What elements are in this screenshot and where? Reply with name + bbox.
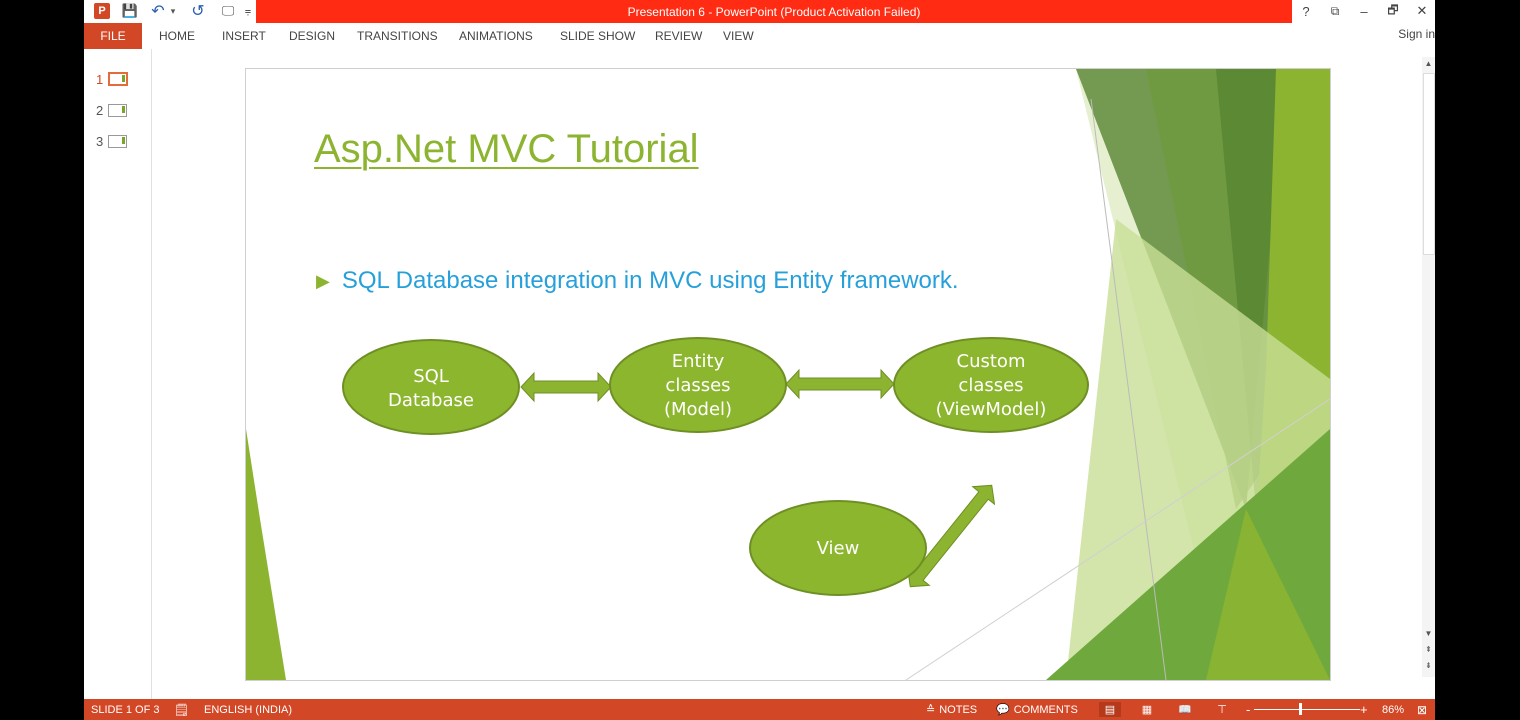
slide[interactable]: Asp.Net MVC Tutorial ▶ SQL Database inte… [245, 68, 1331, 681]
tab-view[interactable]: VIEW [723, 29, 754, 43]
slide-thumbnail-3[interactable]: 3 [96, 131, 128, 151]
node-view[interactable]: View [749, 500, 927, 596]
svg-text:classes: classes [665, 375, 730, 396]
node-custom-classes[interactable]: Custom classes (ViewModel) [893, 337, 1089, 433]
tab-file[interactable]: FILE [84, 23, 142, 49]
powerpoint-app-icon[interactable]: P [92, 2, 112, 20]
slide-number: 2 [96, 102, 104, 118]
svg-text:View: View [817, 538, 860, 559]
node-sql-database[interactable]: SQL Database [342, 339, 520, 435]
svg-text:(Model): (Model) [664, 399, 732, 420]
scroll-up-icon[interactable]: ▲ [1424, 58, 1433, 68]
minimize-button[interactable]: – [1360, 3, 1368, 19]
slide-bullet[interactable]: ▶ SQL Database integration in MVC using … [316, 267, 959, 295]
tab-slide-show[interactable]: SLIDE SHOW [560, 29, 636, 43]
scrollbar-thumb[interactable] [1423, 73, 1435, 255]
slide-thumbnail-image [108, 134, 128, 148]
zoom-in-button[interactable]: + [1360, 702, 1368, 717]
tab-design[interactable]: DESIGN [289, 29, 336, 43]
zoom-slider-track[interactable] [1254, 709, 1360, 710]
next-slide-icon[interactable]: ⇟ [1425, 660, 1432, 670]
title-bar: P 💾 ↶ ▾ ↺ 🖵 ⩦ Presentation 6 - PowerPoin… [84, 0, 1435, 23]
close-button[interactable]: ✕ [1416, 3, 1428, 18]
svg-text:(ViewModel): (ViewModel) [936, 399, 1047, 420]
window-title-text: Presentation 6 - PowerPoint (Product Act… [627, 4, 921, 19]
help-icon[interactable]: ? [1302, 3, 1310, 19]
redo-icon[interactable]: ↺ [191, 3, 205, 20]
spell-check-icon[interactable]: 🗒 [174, 702, 190, 717]
arrow-entity-custom[interactable] [785, 368, 895, 400]
slide-title[interactable]: Asp.Net MVC Tutorial [314, 127, 699, 171]
slide-thumbnail-2[interactable]: 2 [96, 100, 128, 120]
zoom-out-button[interactable]: - [1246, 702, 1251, 717]
vertical-scrollbar[interactable]: ▲ ▼ ⇞ ⇟ [1422, 57, 1435, 677]
previous-slide-icon[interactable]: ⇞ [1425, 644, 1432, 654]
architecture-diagram: SQL Database Entity classes (Model) Cust… [342, 337, 1089, 596]
customize-qat-icon[interactable]: ⩦ [244, 4, 252, 17]
notes-button[interactable]: ≙ NOTES [926, 699, 977, 720]
fit-slide-icon[interactable]: ⊠ [1417, 702, 1428, 717]
slide-thumbnail-image [108, 103, 128, 117]
tab-animations[interactable]: ANIMATIONS [459, 29, 533, 43]
tab-review[interactable]: REVIEW [655, 29, 703, 43]
tab-transitions[interactable]: TRANSITIONS [357, 29, 438, 43]
slide-thumbnail-1[interactable]: 1 [96, 69, 129, 89]
arrow-sql-entity[interactable] [520, 371, 612, 403]
status-bar: SLIDE 1 OF 3 🗒 ENGLISH (INDIA) ≙ NOTES 💬… [84, 699, 1435, 720]
reading-view-icon[interactable]: 📖 [1178, 704, 1192, 716]
tab-home[interactable]: HOME [159, 29, 195, 43]
sign-in-link[interactable]: Sign in [1398, 27, 1435, 41]
svg-text:classes: classes [958, 375, 1023, 396]
scroll-down-icon[interactable]: ▼ [1424, 628, 1433, 638]
node-entity-classes[interactable]: Entity classes (Model) [609, 337, 787, 433]
comments-button[interactable]: 💬 COMMENTS [996, 699, 1078, 720]
save-icon[interactable]: 💾 [121, 3, 139, 18]
svg-text:Database: Database [388, 390, 474, 411]
slide-number: 3 [96, 133, 104, 149]
notes-label: NOTES [939, 703, 978, 716]
zoom-level[interactable]: 86% [1382, 703, 1405, 716]
svg-text:SQL: SQL [413, 366, 449, 387]
start-from-beginning-icon[interactable]: 🖵 [221, 3, 235, 18]
bullet-text: SQL Database integration in MVC using En… [341, 267, 959, 294]
slide-count-status[interactable]: SLIDE 1 OF 3 [91, 703, 160, 716]
zoom-slider-handle[interactable] [1299, 703, 1302, 715]
ribbon-tabs: FILE HOME INSERT DESIGN TRANSITIONS ANIM… [84, 23, 1435, 49]
undo-icon[interactable]: ↶ [151, 3, 165, 20]
slide-number: 1 [96, 71, 104, 87]
slide-show-icon[interactable]: ⊤ [1217, 704, 1227, 716]
window-title: Presentation 6 - PowerPoint (Product Act… [256, 0, 1292, 23]
svg-text:Entity: Entity [672, 351, 725, 372]
comments-icon: 💬 [996, 704, 1010, 716]
language-status[interactable]: ENGLISH (INDIA) [204, 703, 293, 716]
slide-editing-area: Asp.Net MVC Tutorial ▶ SQL Database inte… [152, 49, 1422, 699]
undo-dropdown-icon[interactable]: ▾ [170, 5, 176, 16]
normal-view-icon[interactable]: ▤ [1099, 702, 1121, 717]
svg-text:Custom: Custom [957, 351, 1026, 372]
powerpoint-window: P 💾 ↶ ▾ ↺ 🖵 ⩦ Presentation 6 - PowerPoin… [84, 0, 1435, 720]
tab-insert[interactable]: INSERT [222, 29, 266, 43]
ribbon-display-options-icon[interactable]: ⧉ [1330, 3, 1340, 18]
slide-thumbnails-pane: 1 2 3 [84, 49, 152, 699]
slide-thumbnail-image [108, 72, 129, 86]
comments-label: COMMENTS [1013, 703, 1078, 716]
notes-icon: ≙ [926, 704, 936, 716]
restore-button[interactable]: 🗗 [1387, 2, 1399, 17]
bullet-arrow-icon: ▶ [316, 270, 330, 291]
slide-sorter-icon[interactable]: ▦ [1141, 704, 1153, 716]
slide-background-decoration [246, 69, 1330, 680]
